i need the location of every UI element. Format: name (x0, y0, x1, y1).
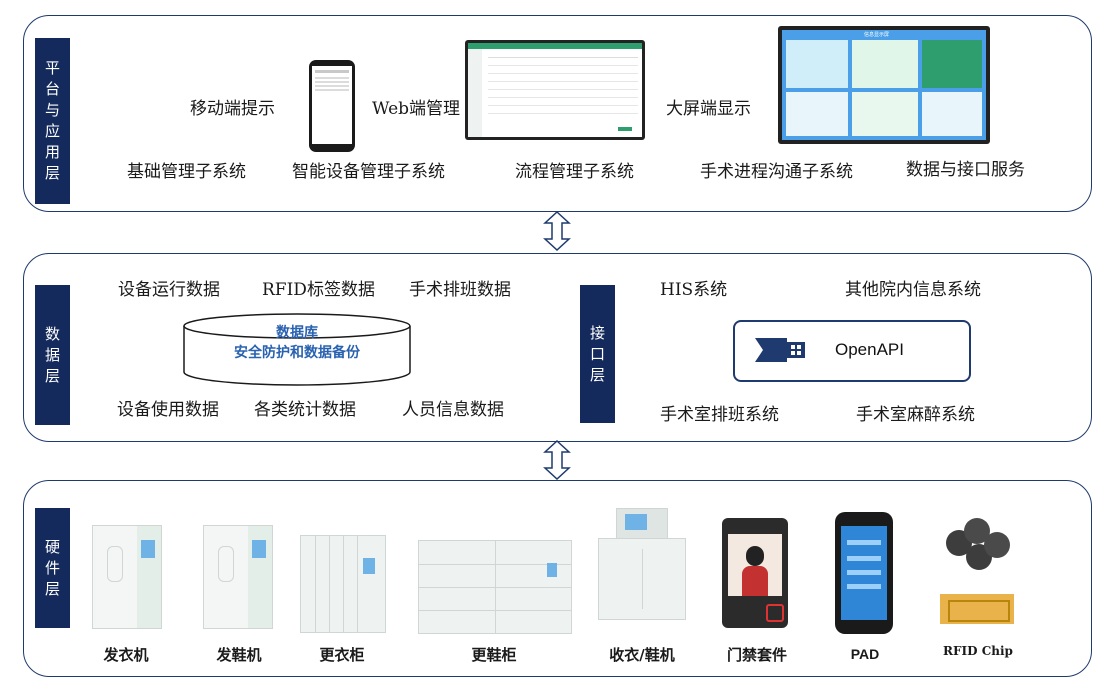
data-top-item-2: RFID标签数据 (262, 280, 375, 300)
device-label-3: 更衣柜 (319, 646, 365, 664)
database-cylinder-icon (183, 313, 411, 386)
interface-bottom-item-1: 手术室排班系统 (660, 405, 779, 425)
data-bottom-item-2: 各类统计数据 (254, 400, 356, 420)
database-subtitle: 安全防护和数据备份 (234, 345, 360, 361)
subsystem-1: 基础管理子系统 (127, 162, 246, 182)
device-label-2: 发鞋机 (216, 646, 262, 664)
usb-plug-icon (755, 338, 805, 362)
database-title: 数据库 (276, 325, 318, 341)
subsystem-4: 手术进程沟通子系统 (700, 162, 853, 182)
locker-icon (300, 535, 386, 633)
openapi-label: OpenAPI (835, 340, 904, 359)
double-arrow-icon (543, 440, 571, 480)
shoe-dispenser-icon (203, 525, 273, 629)
double-arrow-icon (543, 211, 571, 251)
rfid-tag-icon (944, 518, 1014, 578)
hardware-layer-tag: 硬件层 (35, 508, 70, 628)
data-bottom-item-1: 设备使用数据 (117, 400, 219, 420)
clothes-dispenser-icon (92, 525, 162, 629)
device-label-7: PAD (850, 646, 880, 662)
subsystem-3: 流程管理子系统 (515, 162, 634, 182)
rfid-chip-icon (940, 594, 1014, 624)
web-monitor-icon (465, 40, 645, 140)
bigscreen-label: 大屏端显示 (666, 99, 751, 119)
device-label-6: 门禁套件 (726, 646, 787, 664)
access-control-icon (722, 518, 788, 628)
data-top-item-3: 手术排班数据 (409, 280, 511, 300)
interface-top-item-2: 其他院内信息系统 (845, 280, 981, 300)
return-machine-icon (598, 508, 686, 631)
bigscreen-title: 信息显示屏 (864, 32, 890, 38)
device-label-5: 收衣/鞋机 (609, 646, 675, 664)
device-label-1: 发衣机 (103, 646, 149, 664)
interface-top-item-1: HIS系统 (660, 280, 728, 300)
openapi-box: OpenAPI (733, 320, 971, 382)
data-top-item-1: 设备运行数据 (118, 280, 220, 300)
device-label-8: RFID Chip (943, 644, 1013, 658)
subsystem-5: 数据与接口服务 (906, 160, 1025, 180)
phone-icon (309, 60, 355, 152)
web-label: Web端管理 (372, 99, 461, 119)
interface-layer-tag: 接口层 (580, 285, 615, 423)
platform-layer-tag: 平台与应用层 (35, 38, 70, 204)
bigscreen-icon: 信息显示屏 (778, 26, 990, 144)
device-label-4: 更鞋柜 (471, 646, 517, 664)
mobile-label: 移动端提示 (190, 99, 275, 119)
pad-icon (835, 512, 893, 634)
data-layer-tag: 数据层 (35, 285, 70, 425)
interface-bottom-item-2: 手术室麻醉系统 (856, 405, 975, 425)
subsystem-2: 智能设备管理子系统 (292, 162, 445, 182)
shoe-cabinet-icon (418, 540, 572, 634)
data-bottom-item-3: 人员信息数据 (402, 400, 504, 420)
